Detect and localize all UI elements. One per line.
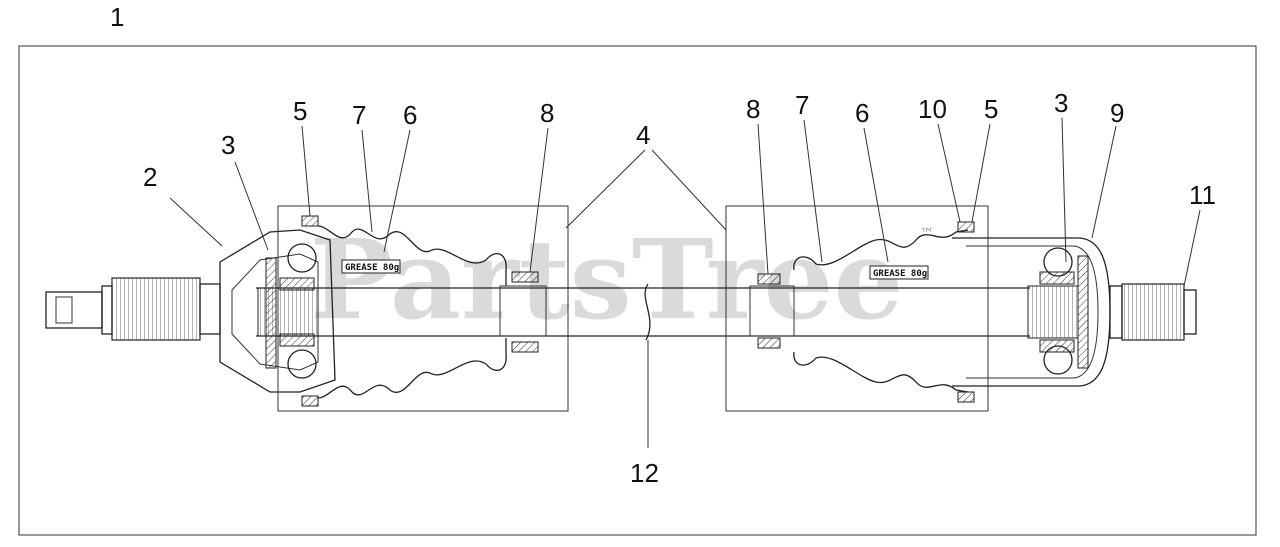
shaft — [256, 283, 1030, 341]
right-stub-shaft — [1109, 283, 1197, 341]
left-stub-shaft — [45, 277, 221, 341]
callout-10: 10 — [918, 94, 947, 124]
callout-7-left: 7 — [352, 100, 366, 130]
grease-tag-right: GREASE 80g — [873, 269, 927, 279]
callout-8-right: 8 — [746, 94, 760, 124]
callout-7-right: 7 — [795, 90, 809, 120]
callout-3-left: 3 — [221, 130, 235, 160]
callout-12: 12 — [630, 458, 659, 488]
callout-6-left: 6 — [403, 100, 417, 130]
callout-6-right: 6 — [855, 98, 869, 128]
grease-tag-left: GREASE 80g — [345, 263, 399, 273]
callout-1: 1 — [110, 2, 124, 32]
watermark: PartsTree — [310, 215, 904, 344]
watermark-tm: ™ — [920, 226, 934, 242]
callout-9: 9 — [1110, 98, 1124, 128]
boot-kit-box-right — [725, 205, 989, 412]
inner-cv-housing — [952, 237, 1111, 387]
callout-5-right: 5 — [984, 94, 998, 124]
leader-lines — [169, 117, 1201, 448]
boot-right: GREASE 80g — [749, 221, 975, 403]
outer-cv-housing — [219, 229, 336, 393]
boot-left: GREASE 80g — [301, 215, 547, 407]
callout-5-left: 5 — [293, 96, 307, 126]
diagram-frame — [18, 45, 1257, 536]
callout-8-left: 8 — [540, 98, 554, 128]
callout-2: 2 — [143, 162, 157, 192]
callout-3-right: 3 — [1054, 88, 1068, 118]
callout-11: 11 — [1189, 180, 1216, 210]
callout-4: 4 — [636, 120, 650, 150]
